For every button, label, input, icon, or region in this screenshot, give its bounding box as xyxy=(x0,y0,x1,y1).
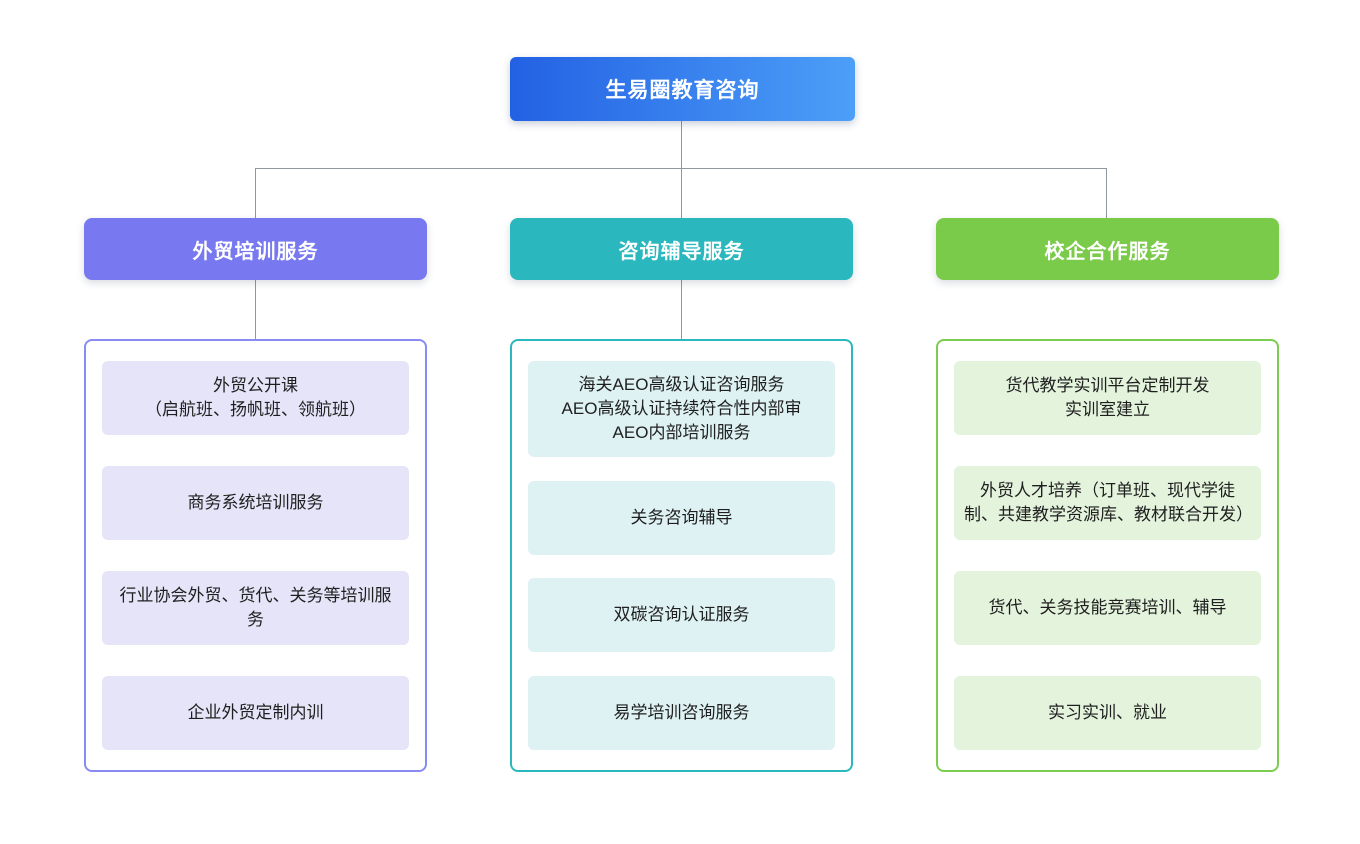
branch-header-school-enterprise: 校企合作服务 xyxy=(936,218,1279,280)
node-item: 关务咨询辅导 xyxy=(528,480,835,555)
connector-branch-1-to-box xyxy=(255,280,256,339)
branch-box-school-enterprise: 货代教学实训平台定制开发 实训室建立 外贸人才培养（订单班、现代学徒制、共建教学… xyxy=(936,339,1279,772)
node-item: 货代教学实训平台定制开发 实训室建立 xyxy=(954,361,1261,435)
node-item: 双碳咨询认证服务 xyxy=(528,578,835,653)
branch-header-foreign-trade-training: 外贸培训服务 xyxy=(84,218,427,280)
node-item: 商务系统培训服务 xyxy=(102,466,409,540)
connector-branch-2-drop xyxy=(681,168,682,218)
node-item: 行业协会外贸、货代、关务等培训服务 xyxy=(102,571,409,645)
node-item: 外贸公开课 （启航班、扬帆班、领航班） xyxy=(102,361,409,435)
connector-branch-2-to-box xyxy=(681,280,682,339)
connector-root-down xyxy=(681,121,682,168)
node-item: 实习实训、就业 xyxy=(954,676,1261,750)
node-item: 海关AEO高级认证咨询服务 AEO高级认证持续符合性内部审 AEO内部培训服务 xyxy=(528,361,835,457)
branch-box-foreign-trade-training: 外贸公开课 （启航班、扬帆班、领航班） 商务系统培训服务 行业协会外贸、货代、关… xyxy=(84,339,427,772)
connector-branch-1-drop xyxy=(255,168,256,218)
node-item: 外贸人才培养（订单班、现代学徒制、共建教学资源库、教材联合开发） xyxy=(954,466,1261,540)
branch-title: 校企合作服务 xyxy=(1044,240,1171,263)
branch-box-consulting-coaching: 海关AEO高级认证咨询服务 AEO高级认证持续符合性内部审 AEO内部培训服务 … xyxy=(510,339,853,772)
branch-header-consulting-coaching: 咨询辅导服务 xyxy=(510,218,853,280)
node-item: 货代、关务技能竞赛培训、辅导 xyxy=(954,571,1261,645)
branch-title: 外贸培训服务 xyxy=(192,240,319,263)
node-item: 易学培训咨询服务 xyxy=(528,675,835,750)
root-node: 生易圈教育咨询 xyxy=(510,57,855,121)
connector-branch-3-drop xyxy=(1106,168,1107,218)
branch-title: 咨询辅导服务 xyxy=(618,240,745,263)
node-item: 企业外贸定制内训 xyxy=(102,676,409,750)
root-node-label: 生易圈教育咨询 xyxy=(605,79,760,102)
